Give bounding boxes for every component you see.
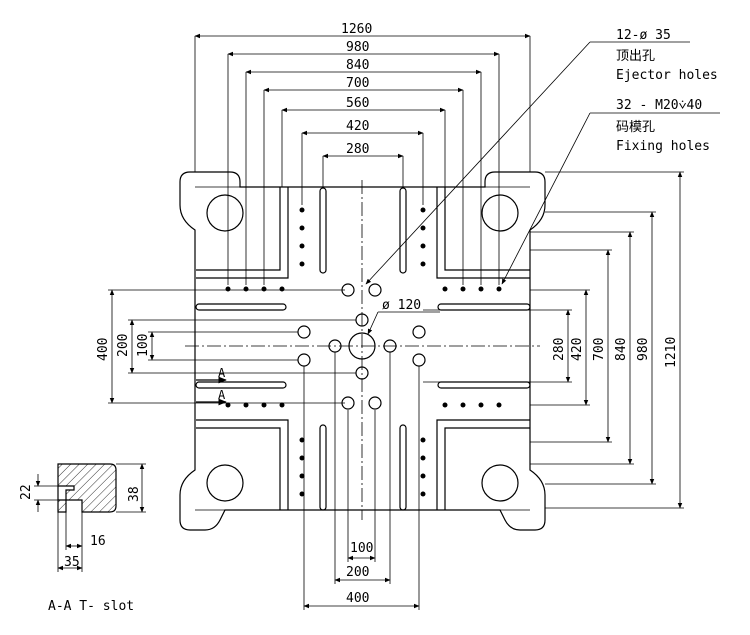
right-dimensions: 280 420 700 840 980 1210 (423, 171, 684, 509)
centerlines (185, 180, 540, 520)
dim-top-2: 980 (346, 40, 369, 55)
tslot-caption: A-A T- slot (48, 599, 134, 614)
dim-bottom-3: 400 (346, 591, 369, 606)
dim-right-1: 280 (552, 338, 567, 361)
fixing-holes (225, 207, 502, 497)
fixing-label: 32 - M20⩒40 码模孔 Fixing holes (501, 98, 720, 285)
dim-right-2: 420 (570, 338, 585, 361)
tie-bar-holes (206, 194, 519, 502)
dim-right-3: 700 (592, 338, 607, 361)
tslot-dim-38: 38 (127, 486, 142, 502)
ejector-cn: 顶出孔 (616, 49, 655, 64)
dim-left-2: 200 (116, 334, 131, 357)
platen-outline (179, 171, 546, 531)
fixing-en: Fixing holes (616, 139, 710, 154)
dim-top-3: 840 (346, 58, 369, 73)
dim-left-1: 400 (96, 338, 111, 361)
dim-bottom-1: 100 (350, 541, 373, 556)
dim-top-7: 280 (346, 142, 369, 157)
dim-left-3: 100 (136, 334, 151, 357)
section-marks: A A (196, 366, 227, 406)
fixing-cn: 码模孔 (616, 120, 655, 135)
dim-top-4: 700 (346, 76, 369, 91)
top-dimensions: 1260 980 840 700 560 420 280 (194, 22, 531, 285)
dim-bottom-2: 200 (346, 565, 369, 580)
tslot-dim-35: 35 (64, 555, 80, 570)
t-slots (195, 187, 531, 511)
tslot-section: 22 38 16 35 A-A T- slot (19, 463, 146, 614)
tslot-dim-22: 22 (19, 484, 34, 500)
dim-right-6: 1210 (664, 337, 679, 368)
tslot-dim-16: 16 (90, 534, 106, 549)
ejector-spec: 12-ø 35 (616, 28, 671, 43)
fixing-spec: 32 - M20⩒40 (616, 98, 702, 113)
center-hole-label: ø 120 (367, 298, 440, 335)
dim-right-4: 840 (614, 338, 629, 361)
section-mark-a2: A (218, 388, 226, 402)
ejector-en: Ejector holes (616, 68, 718, 83)
left-dimensions: 400 200 100 (96, 289, 356, 404)
ejector-label: 12-ø 35 顶出孔 Ejector holes (365, 28, 718, 285)
dim-top-1: 1260 (341, 22, 372, 37)
dim-top-6: 420 (346, 119, 369, 134)
dim-top-5: 560 (346, 96, 369, 111)
dim-right-5: 980 (636, 338, 651, 361)
center-hole-spec: ø 120 (382, 298, 421, 313)
bottom-dimensions: 100 200 400 (303, 352, 420, 610)
